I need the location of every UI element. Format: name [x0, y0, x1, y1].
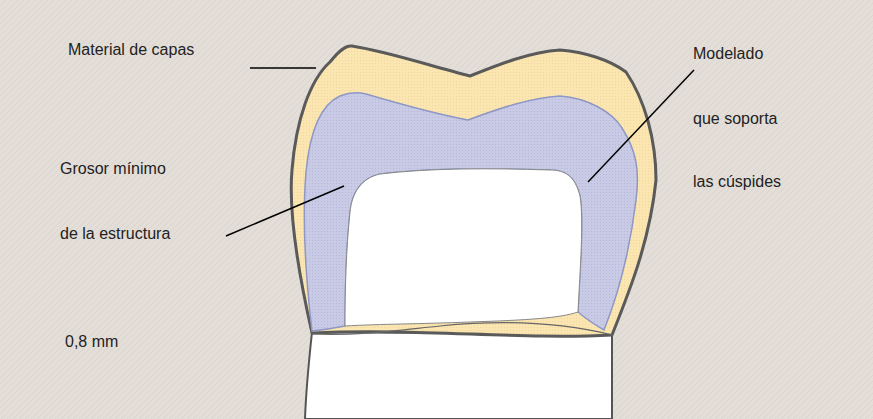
tooth-root: [305, 332, 612, 419]
leader-line: [588, 70, 694, 182]
margin-line: [312, 323, 612, 335]
callout-label: las cúspides: [693, 172, 781, 192]
callout-label: que soporta: [693, 109, 778, 129]
layering-material: [291, 46, 656, 336]
prepared-tooth: [345, 169, 582, 326]
callout-label: Material de capas: [68, 40, 194, 60]
callout-label: 0,8 mm: [65, 332, 118, 352]
leader-line: [226, 186, 344, 236]
leader-line: [250, 67, 316, 69]
callout-label: de la estructura: [60, 224, 170, 244]
callout-label: Grosor mínimo: [60, 159, 166, 179]
framework: [304, 93, 637, 331]
callout-label: Modelado: [693, 44, 763, 64]
